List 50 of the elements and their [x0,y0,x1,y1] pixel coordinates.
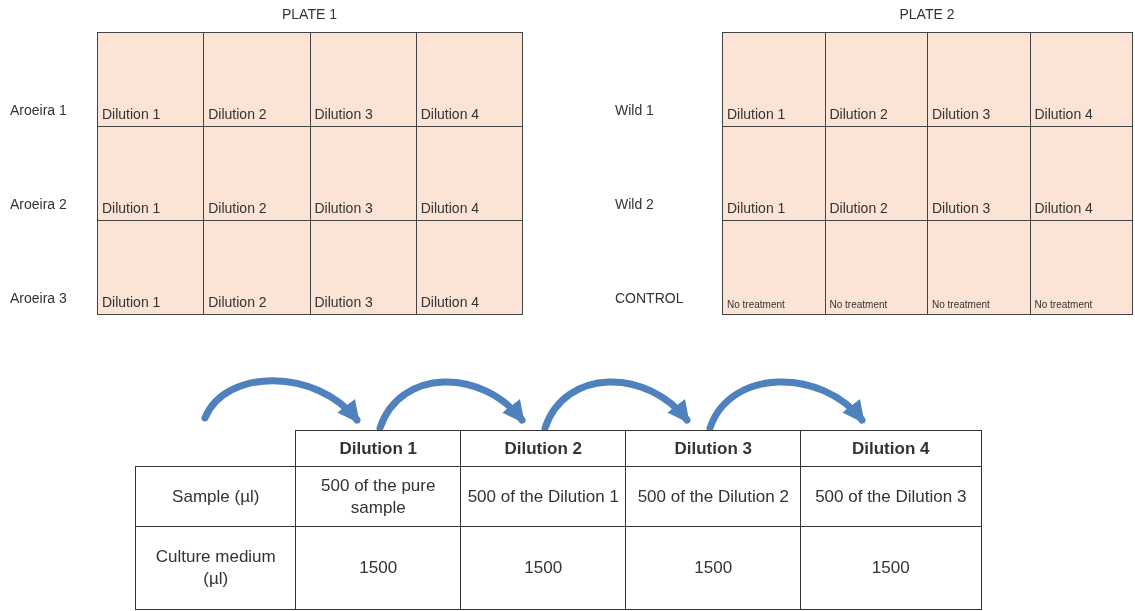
well-cell: Dilution 2 [824,32,928,127]
table-cell: 500 of the Dilution 2 [625,466,802,528]
row-header: Sample (µl) [135,466,297,528]
well-cell: Dilution 4 [415,220,523,315]
table-cell: 1500 [295,526,462,610]
well-cell: No treatment [1029,220,1133,315]
row-label: CONTROL [615,290,684,306]
column-header: Dilution 1 [295,430,462,468]
curved-arrow [376,378,526,432]
well-cell: Dilution 3 [309,126,417,221]
row-header: Culture medium (µl) [135,526,297,610]
curved-arrow [201,377,361,424]
row-label: Wild 1 [615,102,654,118]
well-cell: Dilution 2 [203,32,311,127]
well-cell: Dilution 2 [203,126,311,221]
curved-arrow [541,378,691,432]
well-cell: Dilution 1 [97,220,205,315]
column-header: Dilution 4 [800,430,982,468]
well-cell: Dilution 3 [927,126,1031,221]
table-cell: 1500 [800,526,982,610]
well-cell: Dilution 1 [97,32,205,127]
well-cell: Dilution 4 [1029,126,1133,221]
column-header: Dilution 2 [460,430,627,468]
plate-title: PLATE 2 [898,6,956,24]
table-cell: 500 of the Dilution 1 [460,466,627,528]
table-cell: 500 of the pure sample [295,466,462,528]
row-label: Aroeira 2 [10,196,67,212]
well-cell: No treatment [824,220,928,315]
well-cell: Dilution 4 [1029,32,1133,127]
well-cell: No treatment [927,220,1031,315]
well-cell: Dilution 3 [309,32,417,127]
row-label: Aroeira 3 [10,290,67,306]
well-cell: Dilution 3 [927,32,1031,127]
well-cell: Dilution 1 [97,126,205,221]
table-cell: 500 of the Dilution 3 [800,466,982,528]
well-cell: Dilution 3 [309,220,417,315]
well-cell: Dilution 4 [415,32,523,127]
table-cell: 1500 [625,526,802,610]
well-cell: Dilution 2 [203,220,311,315]
well-cell: Dilution 2 [824,126,928,221]
plate-title: PLATE 1 [281,6,338,24]
row-label: Aroeira 1 [10,102,67,118]
well-cell: Dilution 4 [415,126,523,221]
curved-arrow [706,378,866,432]
well-cell: Dilution 1 [722,32,826,127]
well-cell: No treatment [722,220,826,315]
table-cell: 1500 [460,526,627,610]
row-label: Wild 2 [615,196,654,212]
column-header: Dilution 3 [625,430,802,468]
well-cell: Dilution 1 [722,126,826,221]
